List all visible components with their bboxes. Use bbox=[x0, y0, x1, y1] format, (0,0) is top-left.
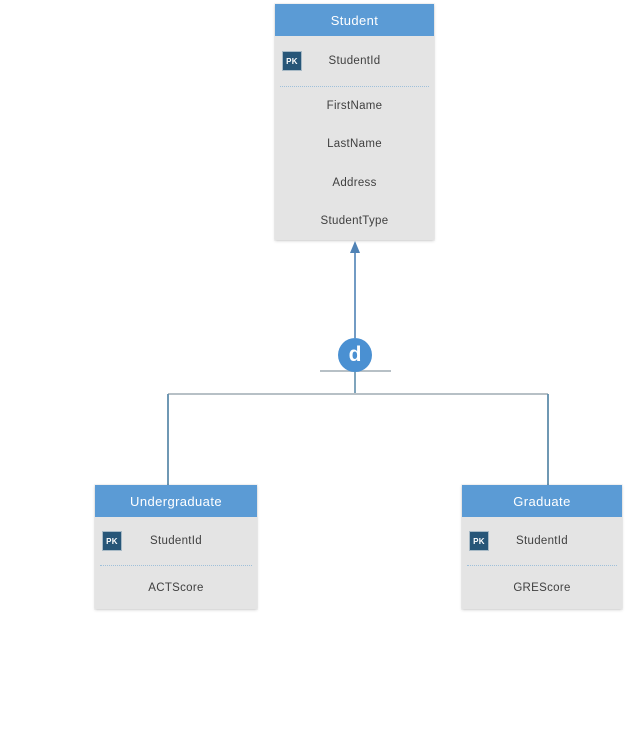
entity-undergraduate-pk-row: PK StudentId bbox=[95, 517, 257, 565]
pk-badge: PK bbox=[469, 531, 489, 551]
pk-separator bbox=[100, 565, 252, 566]
field-student-studenttype: StudentType bbox=[320, 214, 389, 227]
field-student-address: Address bbox=[332, 176, 377, 189]
field-row: FirstName bbox=[275, 87, 434, 125]
entity-undergraduate-title: Undergraduate bbox=[95, 485, 257, 517]
entity-undergraduate[interactable]: Undergraduate PK StudentId ACTScore bbox=[95, 485, 257, 609]
field-row: ACTScore bbox=[95, 566, 257, 609]
pk-badge: PK bbox=[282, 51, 302, 71]
pk-badge: PK bbox=[102, 531, 122, 551]
specialization-symbol: d bbox=[348, 342, 362, 366]
field-graduate-grescore: GREScore bbox=[513, 581, 571, 594]
entity-graduate[interactable]: Graduate PK StudentId GREScore bbox=[462, 485, 622, 609]
field-student-pk: StudentId bbox=[328, 55, 381, 67]
specialization-disjoint-circle[interactable]: d bbox=[338, 338, 372, 372]
entity-graduate-pk-row: PK StudentId bbox=[462, 517, 622, 565]
pk-separator bbox=[280, 86, 429, 87]
entity-student-pk-row: PK StudentId bbox=[275, 36, 434, 86]
entity-student-title: Student bbox=[275, 4, 434, 36]
arrowhead-up-icon bbox=[350, 241, 360, 253]
field-row: GREScore bbox=[462, 566, 622, 609]
field-student-lastname: LastName bbox=[327, 138, 382, 151]
entity-graduate-title: Graduate bbox=[462, 485, 622, 517]
field-row: Address bbox=[275, 164, 434, 202]
field-row: LastName bbox=[275, 125, 434, 163]
field-undergraduate-pk: StudentId bbox=[150, 535, 202, 547]
pk-separator bbox=[467, 565, 617, 566]
field-graduate-pk: StudentId bbox=[516, 535, 568, 547]
field-undergraduate-actscore: ACTScore bbox=[148, 581, 204, 594]
entity-student[interactable]: Student PK StudentId FirstName LastName … bbox=[275, 4, 434, 240]
field-row: StudentType bbox=[275, 202, 434, 240]
field-student-firstname: FirstName bbox=[326, 100, 383, 113]
